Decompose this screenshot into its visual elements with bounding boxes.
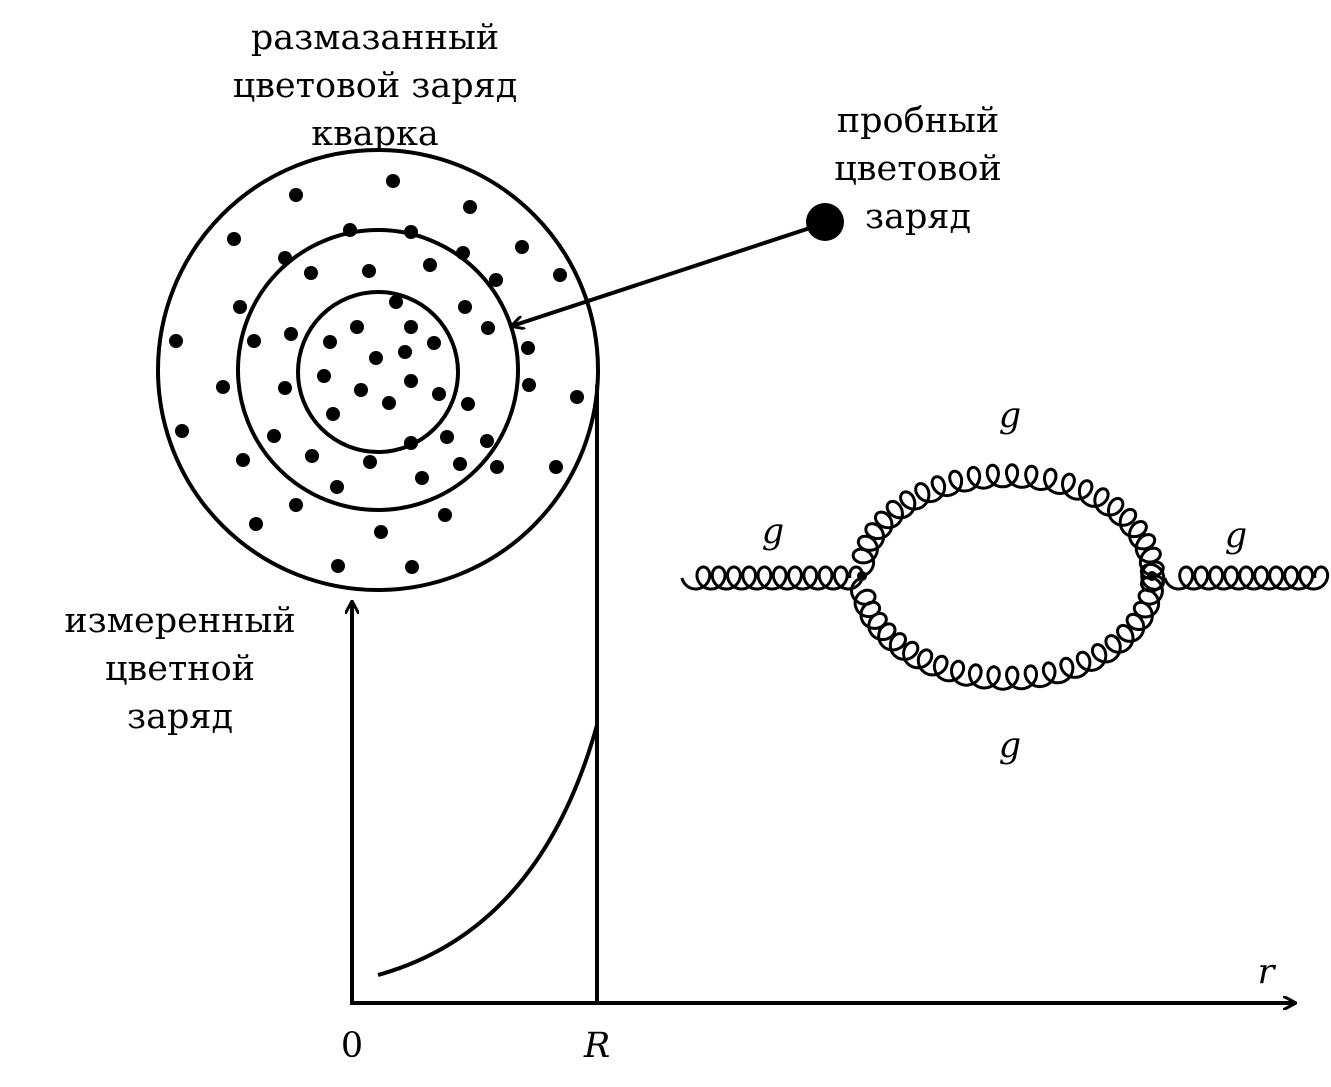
- charge-dot: [354, 383, 368, 397]
- charge-dot: [363, 455, 377, 469]
- charge-dot: [463, 200, 477, 214]
- charge-dot: [432, 387, 446, 401]
- inner-circle: [296, 290, 460, 454]
- charge-dot: [522, 378, 536, 392]
- charge-dot: [490, 460, 504, 474]
- label-line: размазанный: [250, 18, 500, 58]
- charge-dot: [404, 225, 418, 239]
- charge-dot: [415, 471, 429, 485]
- label-line: заряд: [127, 697, 233, 737]
- gluon-line-right: [1163, 565, 1330, 591]
- charge-dot: [549, 460, 563, 474]
- charge-dot: [175, 424, 189, 438]
- charge-dot: [481, 321, 495, 335]
- radius-label: R: [583, 1026, 611, 1066]
- gluon-label-top: g: [998, 396, 1022, 436]
- charge-dot: [521, 341, 535, 355]
- gluon-loop-bottom: [849, 562, 1166, 691]
- charge-dot: [323, 335, 337, 349]
- charge-dot: [423, 258, 437, 272]
- charge-dot: [284, 327, 298, 341]
- label-line: цветной: [104, 649, 255, 689]
- charge-dot: [343, 223, 357, 237]
- label-line: кварка: [311, 114, 439, 154]
- charge-dot: [267, 429, 281, 443]
- gluon-label-bottom: g: [998, 726, 1022, 766]
- charge-dot: [570, 390, 584, 404]
- charge-dot: [169, 334, 183, 348]
- measured-charge-label: измеренный цветной заряд: [64, 597, 295, 741]
- charge-dot: [233, 300, 247, 314]
- charge-dot: [553, 268, 567, 282]
- charge-dots: [169, 174, 584, 574]
- charge-dot: [427, 336, 441, 350]
- gluon-label-right: g: [1224, 516, 1248, 556]
- charge-dot: [461, 397, 475, 411]
- charge-dot: [289, 188, 303, 202]
- charge-dot: [374, 525, 388, 539]
- outer-circle: [156, 148, 600, 592]
- vertex-right: [1147, 571, 1157, 581]
- charge-dot: [453, 457, 467, 471]
- smeared-charge-label: размазанный цветовой заряд кварка: [233, 14, 518, 158]
- charge-dot: [278, 251, 292, 265]
- probe-arrow: [512, 226, 811, 326]
- label-line: измеренный: [64, 601, 296, 641]
- charge-dot: [405, 560, 419, 574]
- charge-dot: [515, 240, 529, 254]
- charge-dot: [456, 246, 470, 260]
- charge-dot: [249, 517, 263, 531]
- charge-dot: [382, 396, 396, 410]
- quark-charge-cloud: [156, 148, 600, 592]
- charge-dot: [389, 295, 403, 309]
- charge-dot: [369, 351, 383, 365]
- gluon-label-left: g: [761, 512, 785, 552]
- charge-dot: [350, 320, 364, 334]
- gluon-line-left: [680, 565, 864, 591]
- charge-dot: [404, 436, 418, 450]
- charge-dot: [331, 559, 345, 573]
- charge-dot: [398, 345, 412, 359]
- charge-dot: [317, 369, 331, 383]
- origin-label: 0: [340, 1026, 364, 1066]
- probe-charge-label: пробный цветовой заряд: [834, 97, 1001, 241]
- charge-dot: [362, 264, 376, 278]
- x-axis-label: r: [1257, 952, 1275, 992]
- charge-curve: [377, 724, 599, 977]
- vertex-left: [857, 571, 867, 581]
- charge-dot: [440, 430, 454, 444]
- gluon-loop-diagram: [680, 463, 1330, 691]
- charge-dot: [304, 266, 318, 280]
- charge-dot: [438, 508, 452, 522]
- charge-dot: [289, 498, 303, 512]
- charge-dot: [480, 434, 494, 448]
- label-line: заряд: [865, 197, 971, 237]
- charge-dot: [458, 300, 472, 314]
- charge-dot: [404, 320, 418, 334]
- charge-dot: [247, 334, 261, 348]
- charge-dot: [404, 374, 418, 388]
- label-line: пробный: [836, 101, 1000, 141]
- label-line: цветовой заряд: [232, 66, 518, 106]
- gluon-loop-top: [851, 463, 1165, 591]
- charge-dot: [227, 232, 241, 246]
- charge-dot: [489, 273, 503, 287]
- charge-dot: [278, 381, 292, 395]
- label-line: цветовой: [834, 149, 1002, 189]
- charge-dot: [236, 453, 250, 467]
- charge-dot: [386, 174, 400, 188]
- probe-charge-dot: [806, 203, 844, 241]
- charge-dot: [305, 449, 319, 463]
- middle-circle: [236, 228, 520, 512]
- charge-dot: [216, 380, 230, 394]
- charge-dot: [326, 407, 340, 421]
- charge-dot: [330, 480, 344, 494]
